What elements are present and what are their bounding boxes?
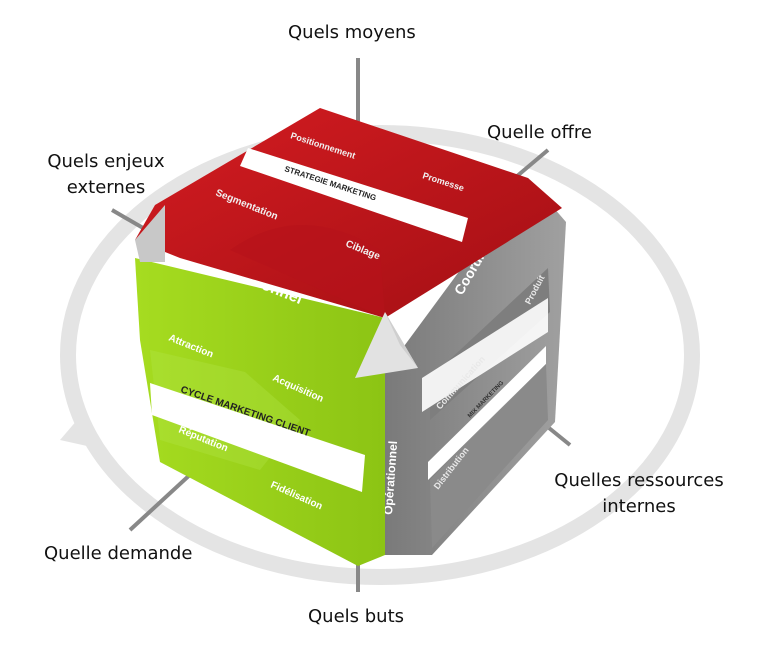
- callout-quels-enjeux-line1: Quels enjeux: [47, 151, 165, 172]
- cube-arrow-icon: [355, 312, 418, 378]
- callout-quelle-offre: Quelle offre: [487, 122, 592, 143]
- top-face: Positionnement Promesse STRATEGIE MARKET…: [135, 108, 562, 318]
- callout-quels-buts: Quels buts: [308, 606, 405, 627]
- front-face: Attraction Acquisition CYCLE MARKETING C…: [135, 258, 385, 566]
- callout-quels-enjeux: Quels enjeux externes: [36, 149, 176, 201]
- orbit-arrow-left-icon: [60, 412, 96, 448]
- callout-quels-moyens: Quels moyens: [288, 22, 416, 43]
- callout-quelles-ressources: Quelles ressources internes: [548, 468, 730, 520]
- right-face-edge-label-operationnel: Opérationnel: [381, 440, 400, 515]
- callout-quelles-ressources-line2: internes: [602, 496, 676, 517]
- callout-quelles-ressources-line1: Quelles ressources: [554, 470, 724, 491]
- cube-arrow-shadow: [385, 312, 418, 368]
- callout-quelle-demande: Quelle demande: [44, 543, 193, 564]
- callout-quels-enjeux-line2: externes: [66, 177, 146, 198]
